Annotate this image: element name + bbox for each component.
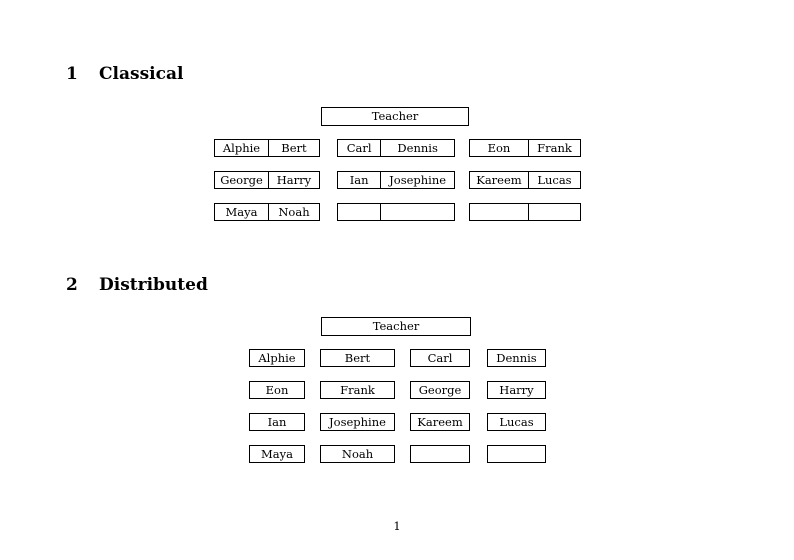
student-cell-empty (338, 204, 380, 220)
student-cell: Josephine (380, 172, 454, 188)
section-number: 1 (66, 64, 78, 84)
section-number: 2 (66, 275, 78, 295)
student-cell: Frank (527, 140, 580, 156)
student-box: Harry (487, 381, 546, 399)
page-number: 1 (393, 519, 401, 533)
classical-group-3-row-1: Eon Frank (469, 139, 581, 157)
classical-group-1-row-1: Alphie Bert (214, 139, 320, 157)
student-cell-empty (527, 204, 580, 220)
section-title: Distributed (99, 275, 208, 295)
classical-group-2-row-1: Carl Dennis (337, 139, 455, 157)
classical-group-1-row-2: George Harry (214, 171, 320, 189)
student-cell: Ian (349, 173, 369, 187)
student-cell: Maya (225, 205, 258, 219)
student-cell-empty (470, 204, 528, 220)
student-cell: George (220, 173, 263, 187)
student-box: Ian (249, 413, 305, 431)
student-cell: Kareem (476, 173, 522, 187)
classical-group-3-row-3 (469, 203, 581, 221)
student-box: Dennis (487, 349, 546, 367)
student-box-empty (487, 445, 546, 463)
classical-teacher-box: Teacher (321, 107, 469, 126)
section-heading-classical: 1 Classical (66, 66, 183, 83)
classical-group-3-row-2: Kareem Lucas (469, 171, 581, 189)
student-box: Kareem (410, 413, 470, 431)
classical-group-2-row-3 (337, 203, 455, 221)
student-box: Maya (249, 445, 305, 463)
student-cell: Eon (487, 141, 511, 155)
student-box-empty (410, 445, 470, 463)
student-box: Carl (410, 349, 470, 367)
student-box: George (410, 381, 470, 399)
student-box: Josephine (320, 413, 395, 431)
student-cell: Lucas (527, 172, 580, 188)
student-cell: Carl (346, 141, 372, 155)
section-title: Classical (99, 64, 184, 84)
student-cell: Dennis (380, 140, 454, 156)
student-box: Frank (320, 381, 395, 399)
classical-group-2-row-2: Ian Josephine (337, 171, 455, 189)
student-box: Alphie (249, 349, 305, 367)
student-cell-empty (380, 204, 454, 220)
student-cell: Harry (267, 172, 319, 188)
classical-group-1-row-3: Maya Noah (214, 203, 320, 221)
student-box: Lucas (487, 413, 546, 431)
student-box: Noah (320, 445, 395, 463)
section-heading-distributed: 2 Distributed (66, 277, 208, 294)
student-cell: Noah (267, 204, 319, 220)
student-cell: Bert (267, 140, 319, 156)
student-box: Eon (249, 381, 305, 399)
student-box: Bert (320, 349, 395, 367)
student-cell: Alphie (222, 141, 261, 155)
distributed-teacher-box: Teacher (321, 317, 471, 336)
